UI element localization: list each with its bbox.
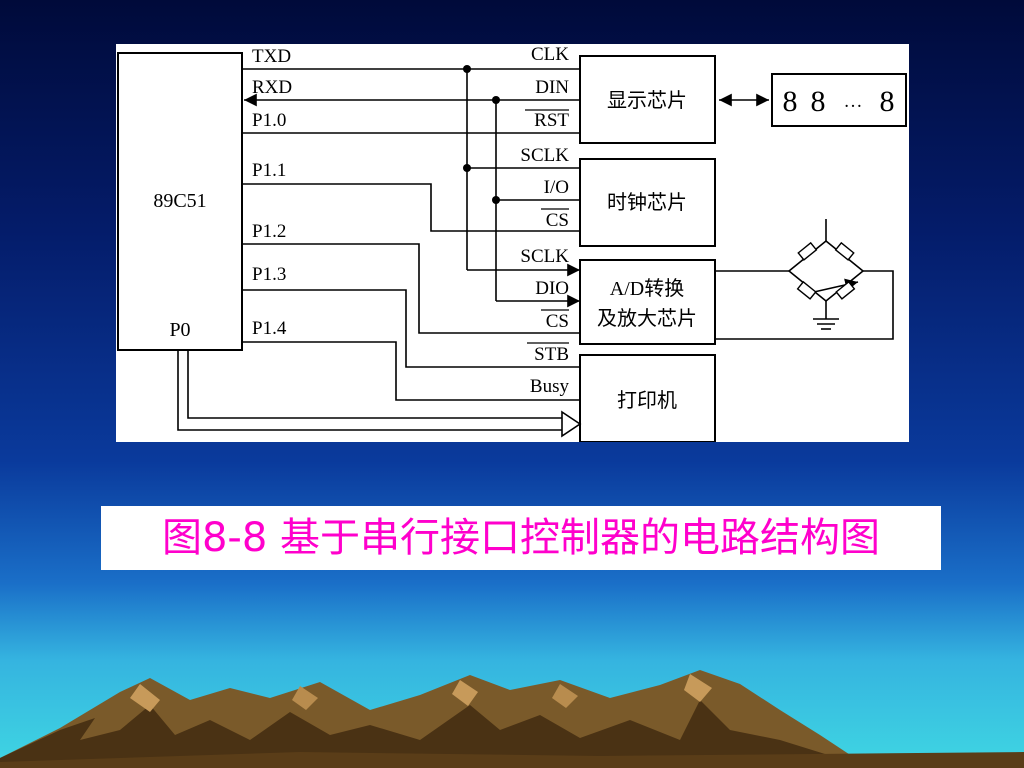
segment-digit: 8 xyxy=(880,85,895,118)
pin-p11-label: P1.1 xyxy=(252,160,286,181)
bridge-sensor xyxy=(715,219,894,340)
seven-segment-display xyxy=(771,73,907,127)
pin-txd-label: TXD xyxy=(252,46,291,67)
pin-p14-label: P1.4 xyxy=(252,318,287,339)
junction-dot xyxy=(492,196,500,204)
clock-chip-name: 时钟芯片 xyxy=(607,191,687,214)
junction-dot xyxy=(492,96,500,104)
adc-pin-dio: DIO xyxy=(535,278,569,299)
adc-chip-block xyxy=(579,259,716,345)
pin-p12-label: P1.2 xyxy=(252,221,286,242)
pin-p13-label: P1.3 xyxy=(252,264,286,285)
figure-caption: 图8-8 基于串行接口控制器的电路结构图 xyxy=(101,506,941,570)
printer-pin-busy: Busy xyxy=(530,376,570,397)
display-chip-block xyxy=(579,55,716,144)
adc-chip-name-line2: 及放大芯片 xyxy=(597,307,697,330)
printer-pin-stb: STB xyxy=(534,344,569,365)
mountain-landscape xyxy=(0,670,1024,768)
junction-dot xyxy=(463,65,471,73)
display-pin-clk: CLK xyxy=(531,44,569,65)
mcu-block xyxy=(117,52,243,351)
display-pin-rst: RST xyxy=(534,110,569,131)
printer-name: 打印机 xyxy=(617,389,677,412)
adc-pin-sclk: SCLK xyxy=(520,246,569,267)
segment-ellipsis: … xyxy=(844,91,863,112)
clock-pin-io: I/O xyxy=(544,177,569,198)
clock-pin-cs: CS xyxy=(546,210,569,231)
junction-dot xyxy=(463,164,471,172)
pin-p10-label: P1.0 xyxy=(252,110,286,131)
wires xyxy=(177,68,582,438)
mcu-name: 89C51 xyxy=(153,190,206,212)
clock-pin-sclk: SCLK xyxy=(520,145,569,166)
segment-digit: 8 xyxy=(811,85,826,118)
pin-rxd-label: RXD xyxy=(252,77,292,98)
adc-chip-name-line1: A/D转换 xyxy=(610,277,684,300)
bridge-resistors xyxy=(796,241,856,300)
clock-chip-block xyxy=(579,158,716,247)
printer-block xyxy=(579,354,716,442)
adc-pin-cs: CS xyxy=(546,311,569,332)
mcu-port-p0: P0 xyxy=(169,319,190,341)
display-chip-name: 显示芯片 xyxy=(607,89,687,112)
circuit-diagram: 89C51 P0 TXD RXD P1.0 P1.1 P1.2 P1.3 P1.… xyxy=(116,44,909,442)
display-pin-din: DIN xyxy=(535,77,569,98)
segment-digit: 8 xyxy=(783,85,798,118)
